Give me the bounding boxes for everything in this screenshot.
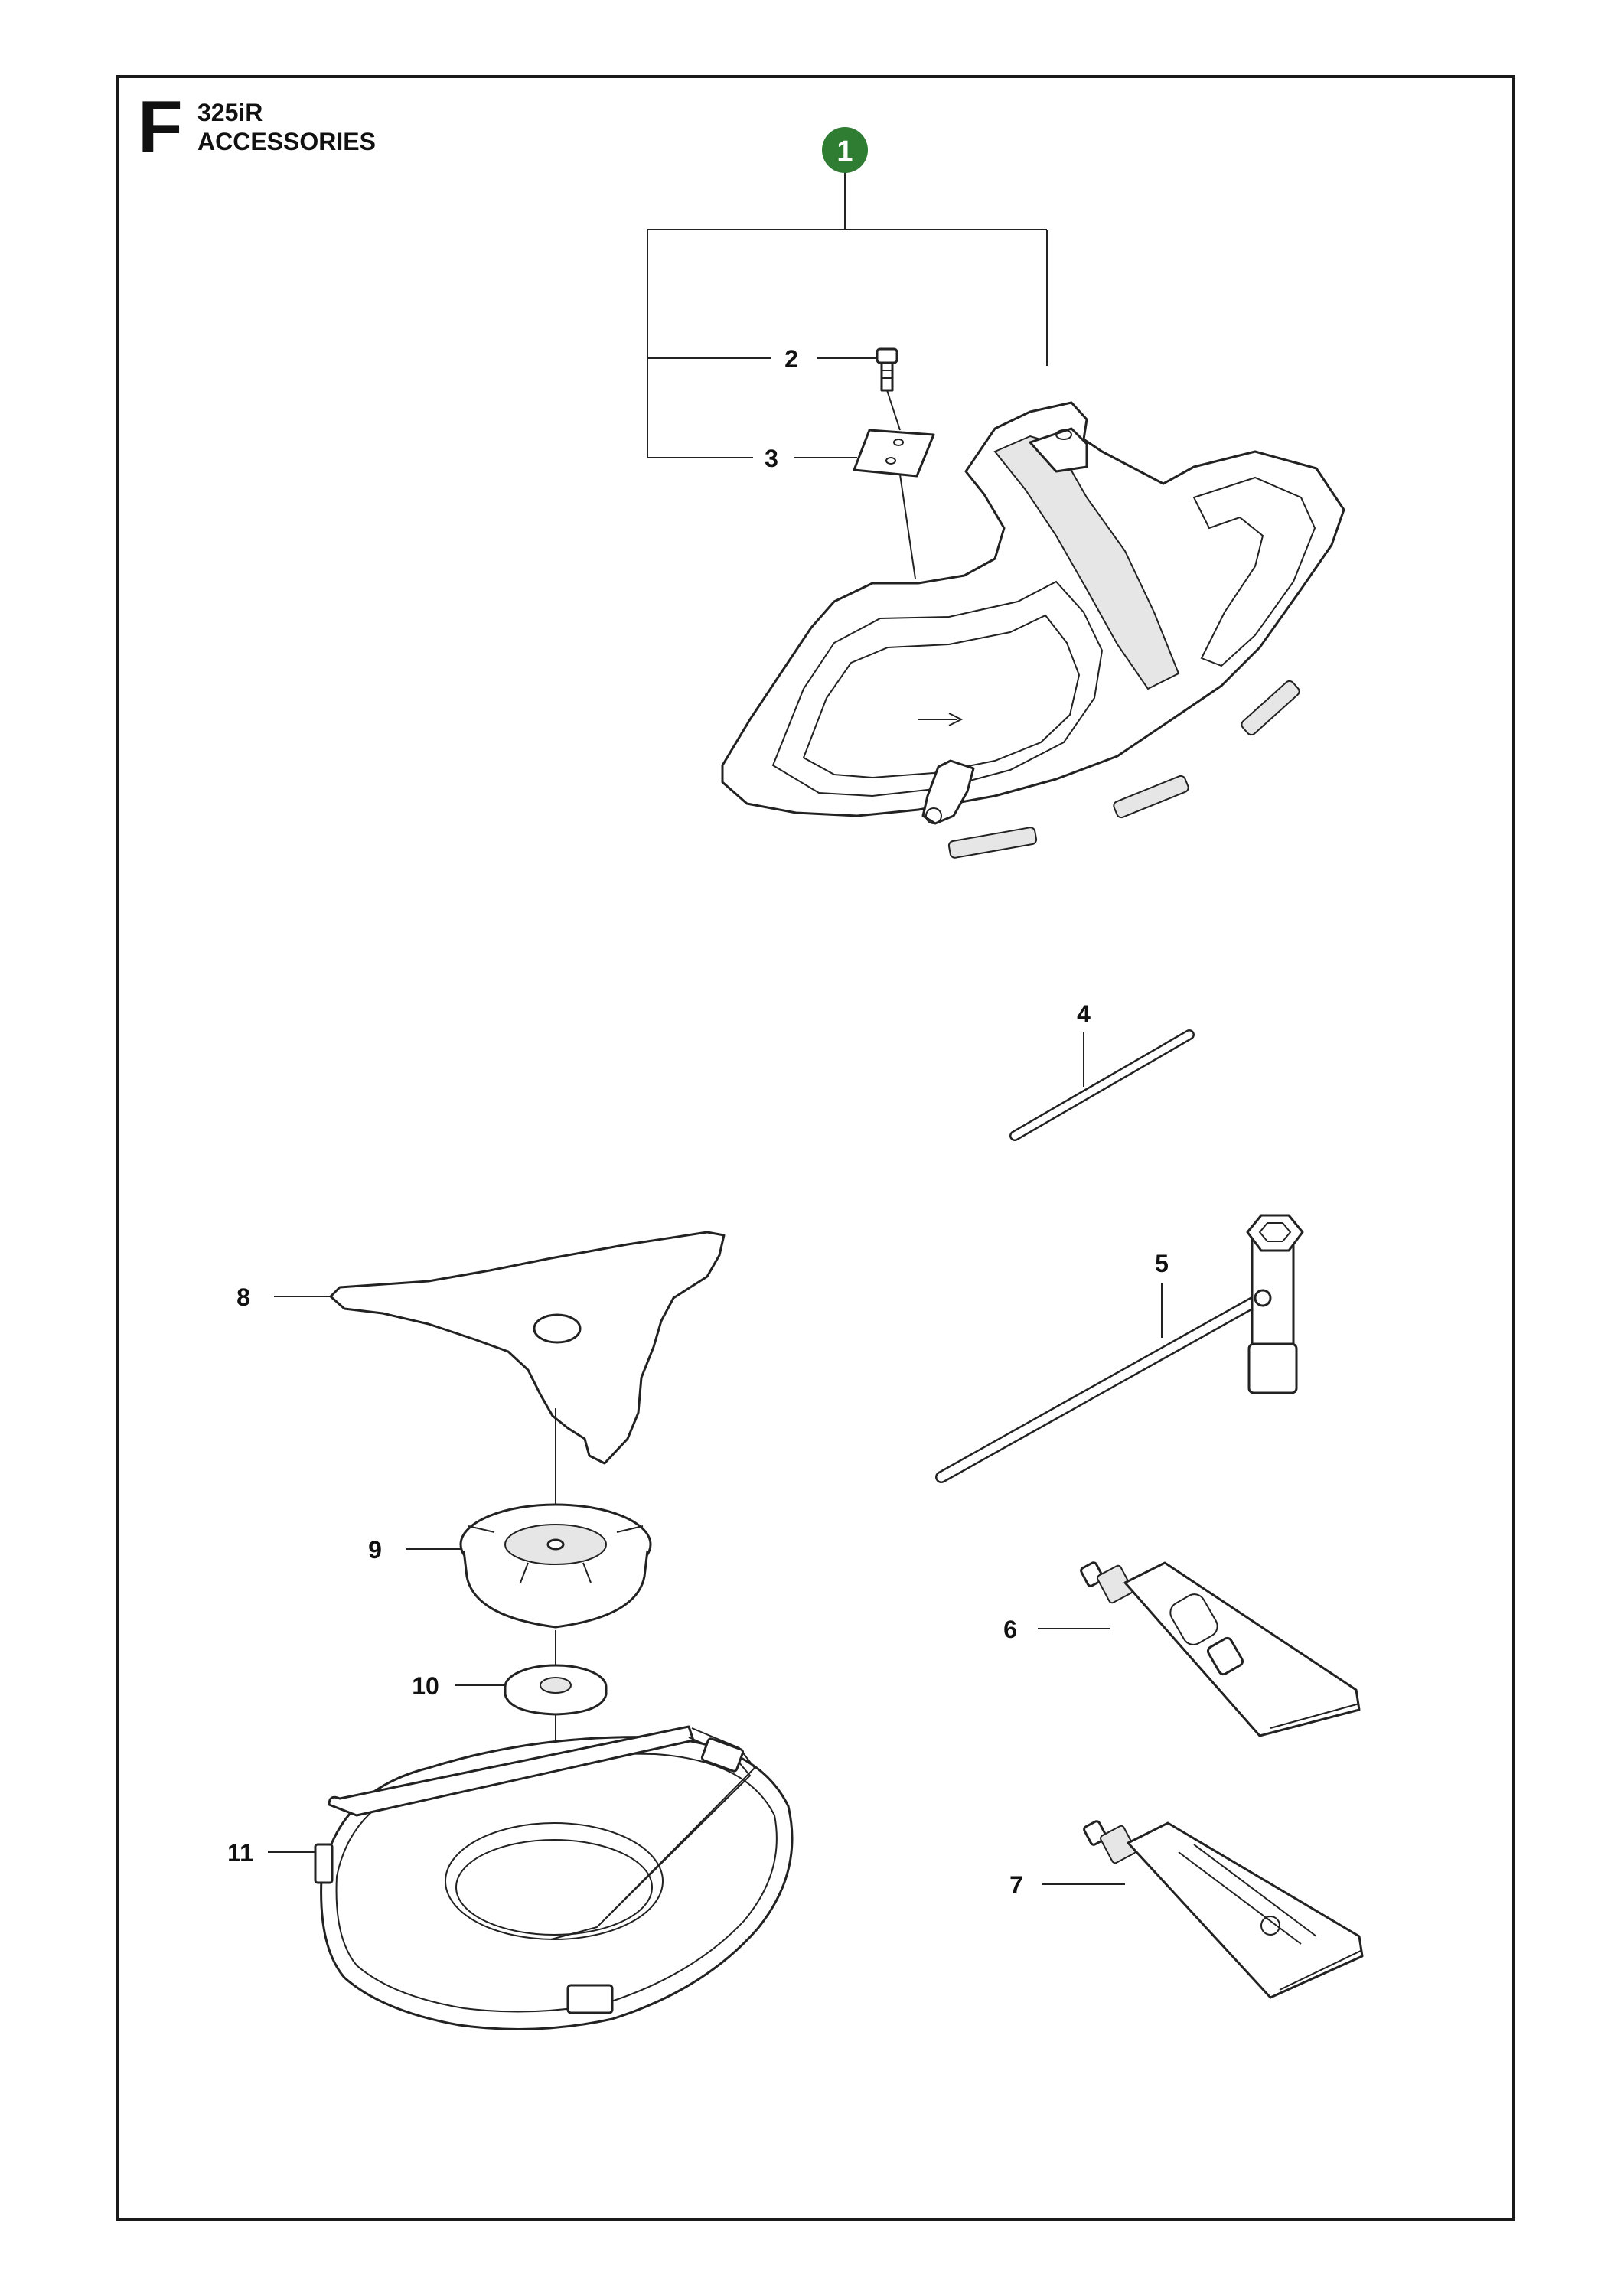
callout-8: 8 xyxy=(236,1283,331,1311)
callout-7: 7 xyxy=(1009,1871,1125,1899)
section-title: ACCESSORIES xyxy=(197,128,376,155)
diagram-frame xyxy=(116,75,1515,2221)
callout-8-label: 8 xyxy=(236,1283,250,1311)
callout-2-label: 2 xyxy=(784,345,798,373)
callout-7-label: 7 xyxy=(1009,1871,1023,1899)
callout-1-label: 1 xyxy=(836,135,853,168)
callout-10: 10 xyxy=(412,1672,505,1700)
callout-2: 2 xyxy=(647,345,877,373)
section-letter: F xyxy=(138,86,183,168)
combination-wrench-part xyxy=(935,1214,1304,1483)
callout-3: 3 xyxy=(647,445,857,472)
callout-4-label: 4 xyxy=(1077,1000,1091,1028)
callout-5: 5 xyxy=(1155,1250,1169,1338)
grass-blade-part xyxy=(329,1231,726,1505)
callout-6-label: 6 xyxy=(1003,1616,1017,1643)
rod-part xyxy=(1009,1029,1195,1141)
callout-10-label: 10 xyxy=(412,1672,439,1700)
support-cup-part xyxy=(459,1503,652,1671)
model-name: 325iR xyxy=(197,99,263,126)
transport-guard-part xyxy=(314,1725,794,2030)
grass-guard-part xyxy=(721,401,1345,859)
callout-4: 4 xyxy=(1077,1000,1091,1087)
screw-part xyxy=(876,347,901,431)
washer-part xyxy=(504,1664,608,1906)
callout-11-label: 11 xyxy=(227,1839,253,1867)
callout-6: 6 xyxy=(1003,1616,1110,1643)
grease-tube-part-6 xyxy=(1080,1561,1361,1737)
callout-9-label: 9 xyxy=(368,1536,382,1564)
grease-tube-part-7 xyxy=(1083,1820,1364,1999)
callout-11: 11 xyxy=(227,1839,317,1867)
callout-1-badge xyxy=(822,127,868,173)
title-block: 325iR ACCESSORIES xyxy=(197,98,376,156)
plate-part xyxy=(853,429,935,579)
callout-5-label: 5 xyxy=(1155,1250,1169,1277)
callout-3-label: 3 xyxy=(765,445,778,472)
callout-1: 1 xyxy=(647,127,1048,458)
callout-9: 9 xyxy=(368,1536,464,1564)
